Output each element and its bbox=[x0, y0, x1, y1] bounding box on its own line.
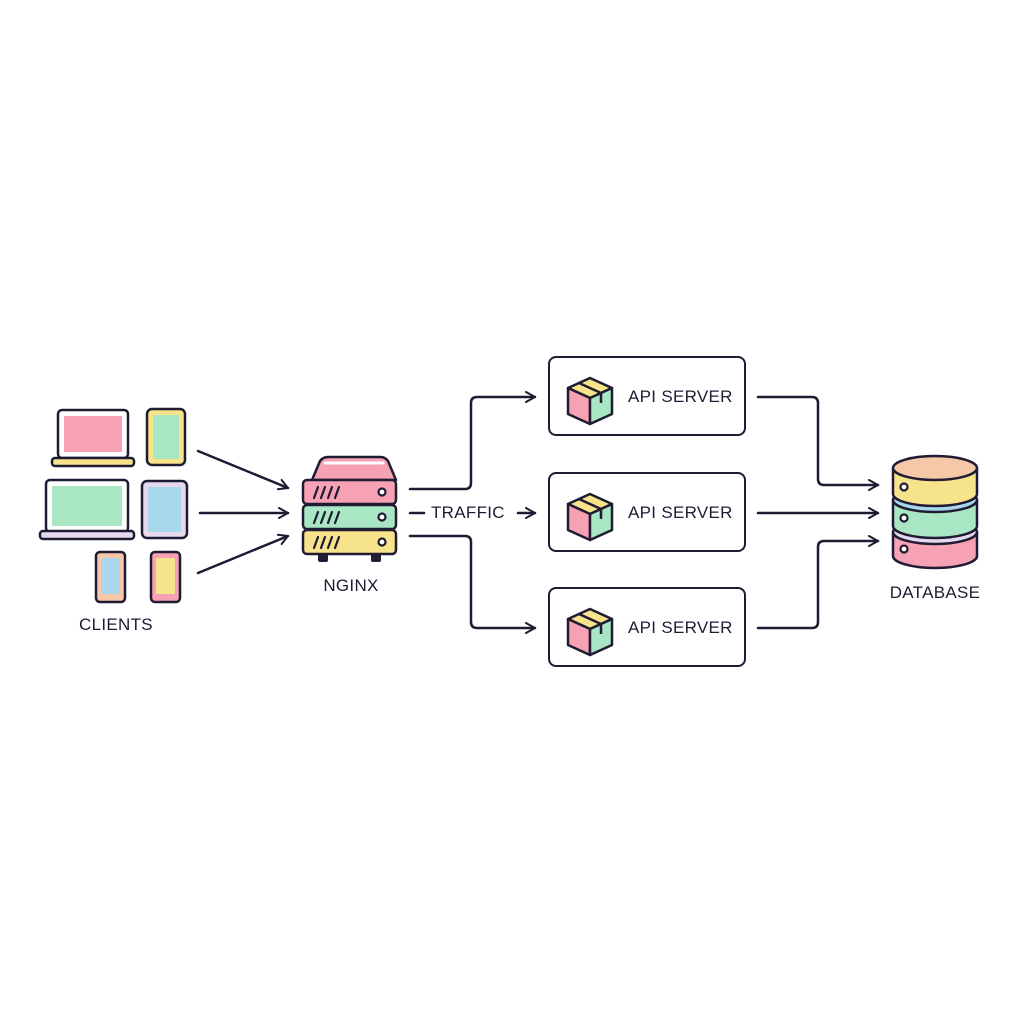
nginx-server-icon bbox=[301, 455, 398, 562]
nginx-to-api-bottom-arrow bbox=[408, 534, 537, 634]
database-label: DATABASE bbox=[889, 583, 981, 602]
package-box-icon bbox=[566, 607, 614, 657]
nginx-label: NGINX bbox=[323, 576, 379, 595]
nginx-to-api-top-arrow bbox=[408, 391, 537, 491]
api-server-node: API SERVER bbox=[548, 587, 746, 667]
api-server-label: API SERVER bbox=[628, 503, 733, 522]
phone-left-icon bbox=[94, 550, 127, 604]
package-box-icon bbox=[566, 492, 614, 542]
client-arrow-bottom bbox=[196, 533, 290, 575]
api-server-node: API SERVER bbox=[548, 356, 746, 436]
phone-right-icon bbox=[149, 550, 182, 604]
laptop-bottom-icon bbox=[38, 478, 136, 541]
laptop-top-icon bbox=[50, 408, 136, 468]
clients-label: CLIENTS bbox=[79, 615, 153, 634]
api-top-to-database-arrow bbox=[756, 395, 880, 491]
client-arrow-top bbox=[196, 449, 290, 491]
api-server-label: API SERVER bbox=[628, 618, 733, 637]
api-server-label: API SERVER bbox=[628, 387, 733, 406]
package-box-icon bbox=[566, 376, 614, 426]
api-bottom-to-database-arrow bbox=[756, 535, 880, 630]
traffic-label: TRAFFIC bbox=[428, 503, 508, 523]
tablet-bottom-icon bbox=[140, 479, 189, 540]
tablet-top-icon bbox=[145, 407, 187, 467]
api-server-node: API SERVER bbox=[548, 472, 746, 552]
database-icon bbox=[891, 454, 979, 570]
